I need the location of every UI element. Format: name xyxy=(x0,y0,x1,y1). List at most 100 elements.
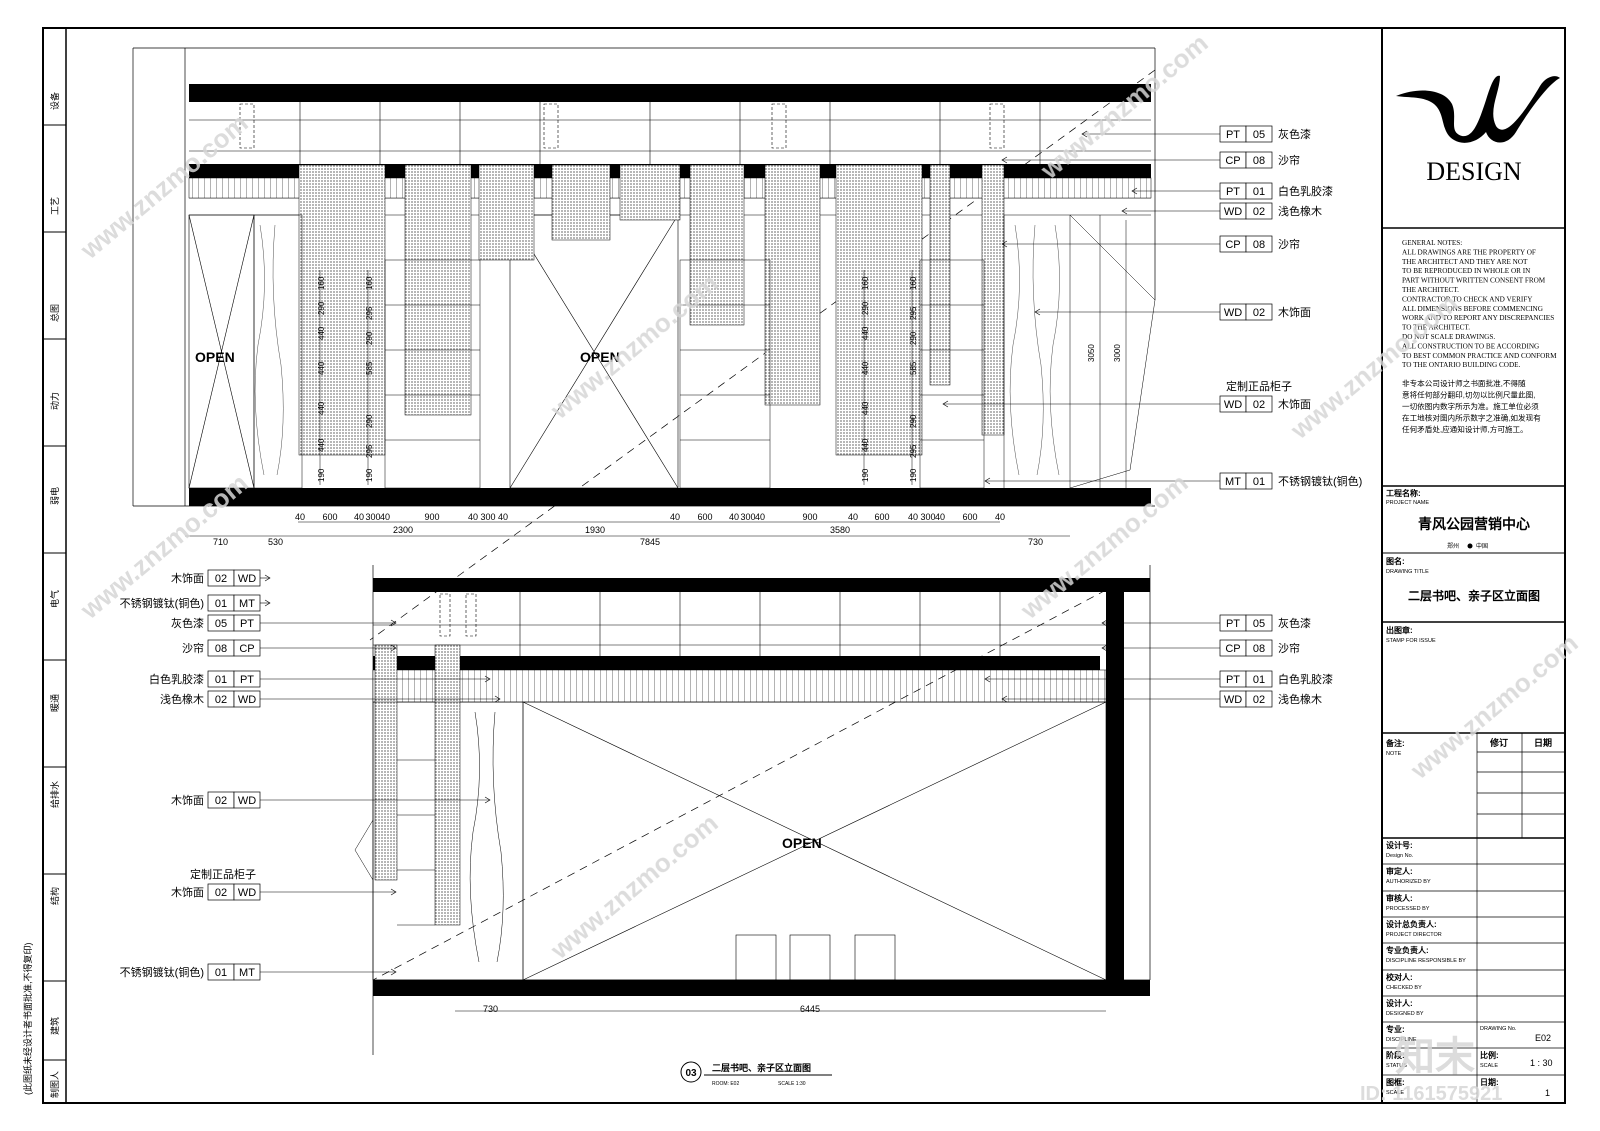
scale-cn: 比例: xyxy=(1480,1050,1499,1060)
lower-ceiling-band xyxy=(373,656,1100,670)
lower-left-callout-code-0: WD xyxy=(238,573,256,585)
dim1-11: 40 xyxy=(729,512,739,522)
strip-cell-4: 弱电 xyxy=(49,487,60,505)
strip-cell-10: 制图人 xyxy=(49,1071,60,1098)
location-country: 中国 xyxy=(1476,542,1488,550)
dim1-21: 40 xyxy=(995,512,1005,522)
watermark-site-2: www.znzmo.com xyxy=(544,268,724,426)
note-line-5: THE ARCHITECT. xyxy=(1402,286,1459,294)
lower-left-callout-code-7: WD xyxy=(238,887,256,899)
vdim-b-0: 160 xyxy=(365,276,374,290)
dim1-18: 300 xyxy=(920,512,935,522)
vdim-a-6: 190 xyxy=(317,468,326,482)
vdim-c-1: 290 xyxy=(861,301,870,315)
drawing-no-en: DRAWING No. xyxy=(1480,1026,1517,1032)
project-name-label: 工程名称: xyxy=(1386,488,1421,498)
dim1-1: 600 xyxy=(322,512,337,522)
upper-callout-num-3: 02 xyxy=(1253,206,1265,218)
lower-left-callout-desc-5: 浅色橡木 xyxy=(160,692,204,706)
upper-callout-code-6: WD xyxy=(1224,399,1242,411)
tb-row-cn-6: 设计人: xyxy=(1386,998,1413,1008)
tb-row-en-3: PROJECT DIRECTOR xyxy=(1386,932,1442,938)
vdim-a-4: 440 xyxy=(317,401,326,415)
vdim-c-0: 160 xyxy=(861,276,870,290)
open-label-2: OPEN xyxy=(580,349,620,365)
vdim-c-4: 440 xyxy=(861,401,870,415)
lower-left-callout-code-2: PT xyxy=(240,618,254,630)
caption-number: 03 xyxy=(685,1068,697,1079)
lower-right-callout-code-0: PT xyxy=(1226,618,1240,630)
open-label-lower: OPEN xyxy=(782,835,822,851)
lower-right-callout-desc-2: 白色乳胶漆 xyxy=(1278,672,1333,686)
upper-callout-code-3: WD xyxy=(1224,206,1242,218)
ceiling-band-top xyxy=(189,84,1151,102)
logo-word: DESIGN xyxy=(1426,157,1522,186)
lower-left-callout-code-6: WD xyxy=(238,795,256,807)
vdim-c-2: 440 xyxy=(861,326,870,340)
dim1-10: 600 xyxy=(697,512,712,522)
dim1-19: 40 xyxy=(935,512,945,522)
status-cn: 阶段: xyxy=(1386,1050,1405,1060)
drawing-caption: 03 二层书吧、亲子区立面图 ROOM: E02 SCALE 1:30 xyxy=(680,1061,832,1087)
vdim-d-0: 160 xyxy=(909,276,918,290)
vdim-d-1: 295 xyxy=(909,306,918,320)
lower-left-callout-code-3: CP xyxy=(239,643,254,655)
tb-row-en-0: Design No. xyxy=(1386,853,1414,859)
upper-callout-desc-3: 浅色橡木 xyxy=(1278,204,1322,218)
lower-left-callout-desc-2: 灰色漆 xyxy=(171,616,204,630)
upper-callout-desc-0: 灰色漆 xyxy=(1278,127,1311,141)
note-line-1: ALL DRAWINGS ARE THE PROPERTY OF xyxy=(1402,248,1536,256)
dim2-4: 7845 xyxy=(640,537,660,547)
note-line-3: TO BE REPRODUCED IN WHOLE OR IN xyxy=(1402,267,1531,275)
stamp-label: 出图章: xyxy=(1386,625,1413,635)
open-label-1: OPEN xyxy=(195,349,235,365)
lower-left-callout-num-1: 01 xyxy=(215,598,227,610)
upper-callout-code-7: MT xyxy=(1225,476,1241,488)
lower-right-callout-desc-1: 沙帘 xyxy=(1278,641,1300,655)
dim1-9: 40 xyxy=(670,512,680,522)
dim1-14: 900 xyxy=(802,512,817,522)
general-notes-cn: 非专本公司设计师之书面批准,不得随意将任何部分翻印,切勿以比例尺量此图,一切依图… xyxy=(1402,378,1541,434)
strip-cell-9: 建筑 xyxy=(49,1017,60,1035)
dim1-15: 40 xyxy=(848,512,858,522)
upper-callout-code-2: PT xyxy=(1226,186,1240,198)
sheet-en: SCALE xyxy=(1386,1090,1404,1096)
upper-callout-desc-5: 木饰面 xyxy=(1278,305,1311,319)
lower-left-callout-num-0: 02 xyxy=(215,573,227,585)
strip-cell-6: 暖通 xyxy=(49,694,60,712)
note-line-8: WORK AND TO REPORT ANY DISCREPANCIES xyxy=(1402,314,1554,322)
strip-cell-0: 设备 xyxy=(49,92,60,110)
upper-callout-num-4: 08 xyxy=(1253,239,1265,251)
upper-callout-code-1: CP xyxy=(1225,155,1240,167)
vertical-copy-note: (此图纸未经设计者书面批准,不得复印) xyxy=(22,943,33,1096)
lower-right-callout-num-2: 01 xyxy=(1253,674,1265,686)
dim1-2: 40 xyxy=(354,512,364,522)
lower-right-callout-desc-0: 灰色漆 xyxy=(1278,616,1311,630)
note-line-2: THE ARCHITECT AND THEY ARE NOT xyxy=(1402,258,1528,266)
upper-callout-pre-6: 定制正品柜子 xyxy=(1226,379,1292,393)
scale-en: SCALE xyxy=(1480,1063,1498,1069)
dim1-20: 600 xyxy=(962,512,977,522)
upper-callout-num-7: 01 xyxy=(1253,476,1265,488)
note-line-6: CONTRACTOR TO CHECK AND VERIFY xyxy=(1402,295,1533,303)
strip-cell-1: 工艺 xyxy=(50,197,60,215)
note-cn-line-4: 任何矛盾处,应通知设计师,方可施工。 xyxy=(1402,424,1528,434)
caption-room: ROOM: E02 xyxy=(712,1081,739,1087)
vdim-d-4: 290 xyxy=(909,414,918,428)
dim1-17: 40 xyxy=(908,512,918,522)
project-name: 青风公园营销中心 xyxy=(1418,516,1530,532)
sheet-frame xyxy=(42,27,1566,1104)
dim2-1: 530 xyxy=(268,537,283,547)
vdim-b-3: 585 xyxy=(365,361,374,375)
upper-callout-code-5: WD xyxy=(1224,307,1242,319)
upper-callout-desc-1: 沙帘 xyxy=(1278,153,1300,167)
dim1-16: 600 xyxy=(874,512,889,522)
lower-left-callout-num-6: 02 xyxy=(215,795,227,807)
lower-right-callout-code-2: PT xyxy=(1226,674,1240,686)
drawing-title-en: DRAWING TITLE xyxy=(1386,569,1429,575)
tb-row-en-1: AUTHORIZED BY xyxy=(1386,879,1431,885)
project-name-en: PROJECT NAME xyxy=(1386,500,1429,506)
tb-row-en-5: CHECKED BY xyxy=(1386,985,1422,991)
